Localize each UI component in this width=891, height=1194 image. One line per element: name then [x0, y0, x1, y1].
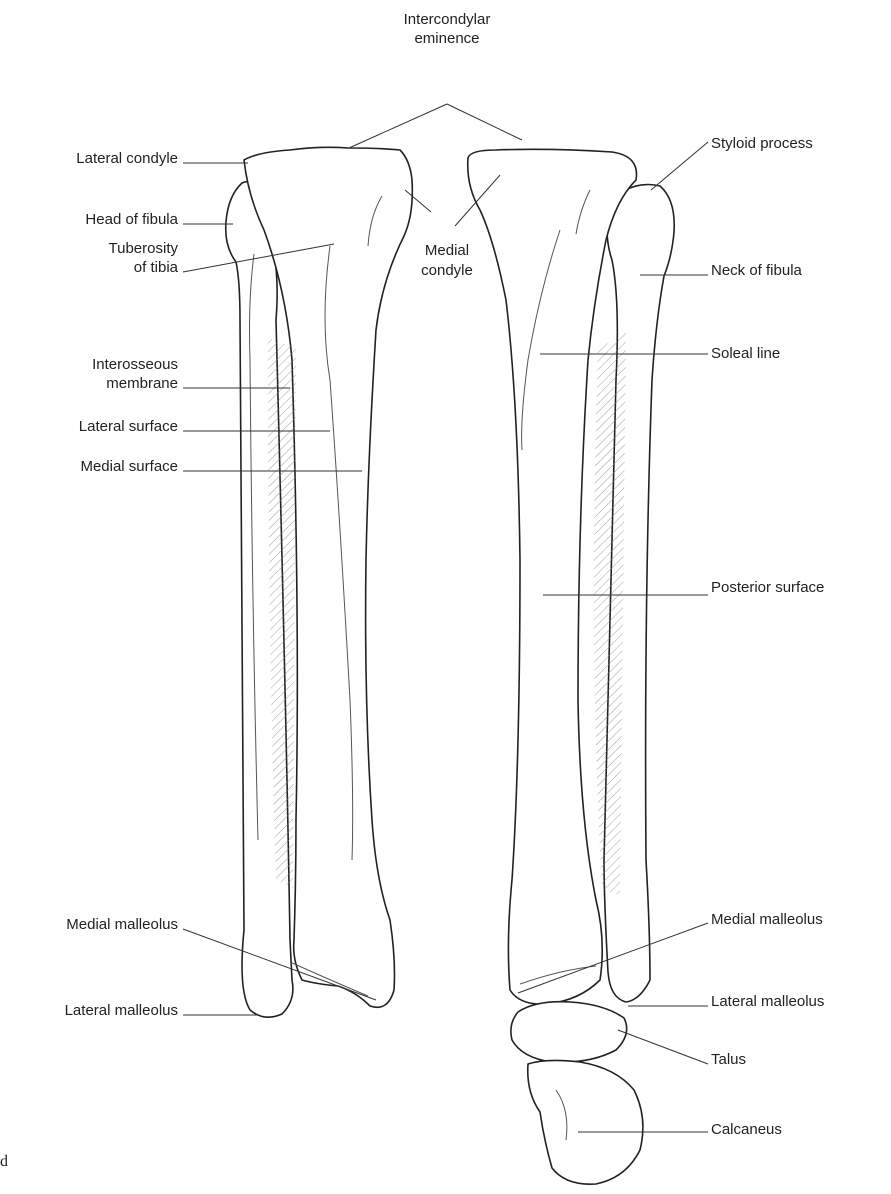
label-lateral-condyle: Lateral condyle [76, 150, 178, 167]
label-medial-condyle-line2: condyle [421, 262, 473, 279]
calcaneus-bone [528, 1060, 643, 1184]
label-styloid-process: Styloid process [711, 135, 813, 152]
anterior-view [226, 147, 413, 1017]
label-soleal-line: Soleal line [711, 345, 780, 362]
label-talus: Talus [711, 1051, 746, 1068]
label-intercondylar-eminence-line1: Intercondylar [404, 11, 491, 28]
label-interosseous-membrane-line1: Interosseous [92, 356, 178, 373]
stray-text: d [0, 1153, 8, 1170]
label-tuberosity-of-tibia-line2: of tibia [134, 259, 179, 276]
talus-bone [511, 1002, 627, 1063]
label-calcaneus: Calcaneus [711, 1121, 782, 1138]
label-medial-surface: Medial surface [80, 458, 178, 475]
label-intercondylar-eminence-line2: eminence [414, 30, 479, 47]
label-lateral-malleolus-left: Lateral malleolus [65, 1002, 178, 1019]
label-medial-malleolus-left: Medial malleolus [66, 916, 178, 933]
label-tuberosity-of-tibia-line1: Tuberosity [109, 240, 179, 257]
label-interosseous-membrane-line2: membrane [106, 375, 178, 392]
posterior-view [468, 149, 674, 1184]
label-medial-malleolus-right: Medial malleolus [711, 911, 823, 928]
label-head-of-fibula: Head of fibula [85, 211, 178, 228]
label-lateral-malleolus-right: Lateral malleolus [711, 993, 824, 1010]
label-lateral-surface: Lateral surface [79, 418, 178, 435]
label-posterior-surface: Posterior surface [711, 579, 824, 596]
label-medial-condyle-line1: Medial [425, 242, 469, 259]
label-neck-of-fibula: Neck of fibula [711, 262, 803, 279]
